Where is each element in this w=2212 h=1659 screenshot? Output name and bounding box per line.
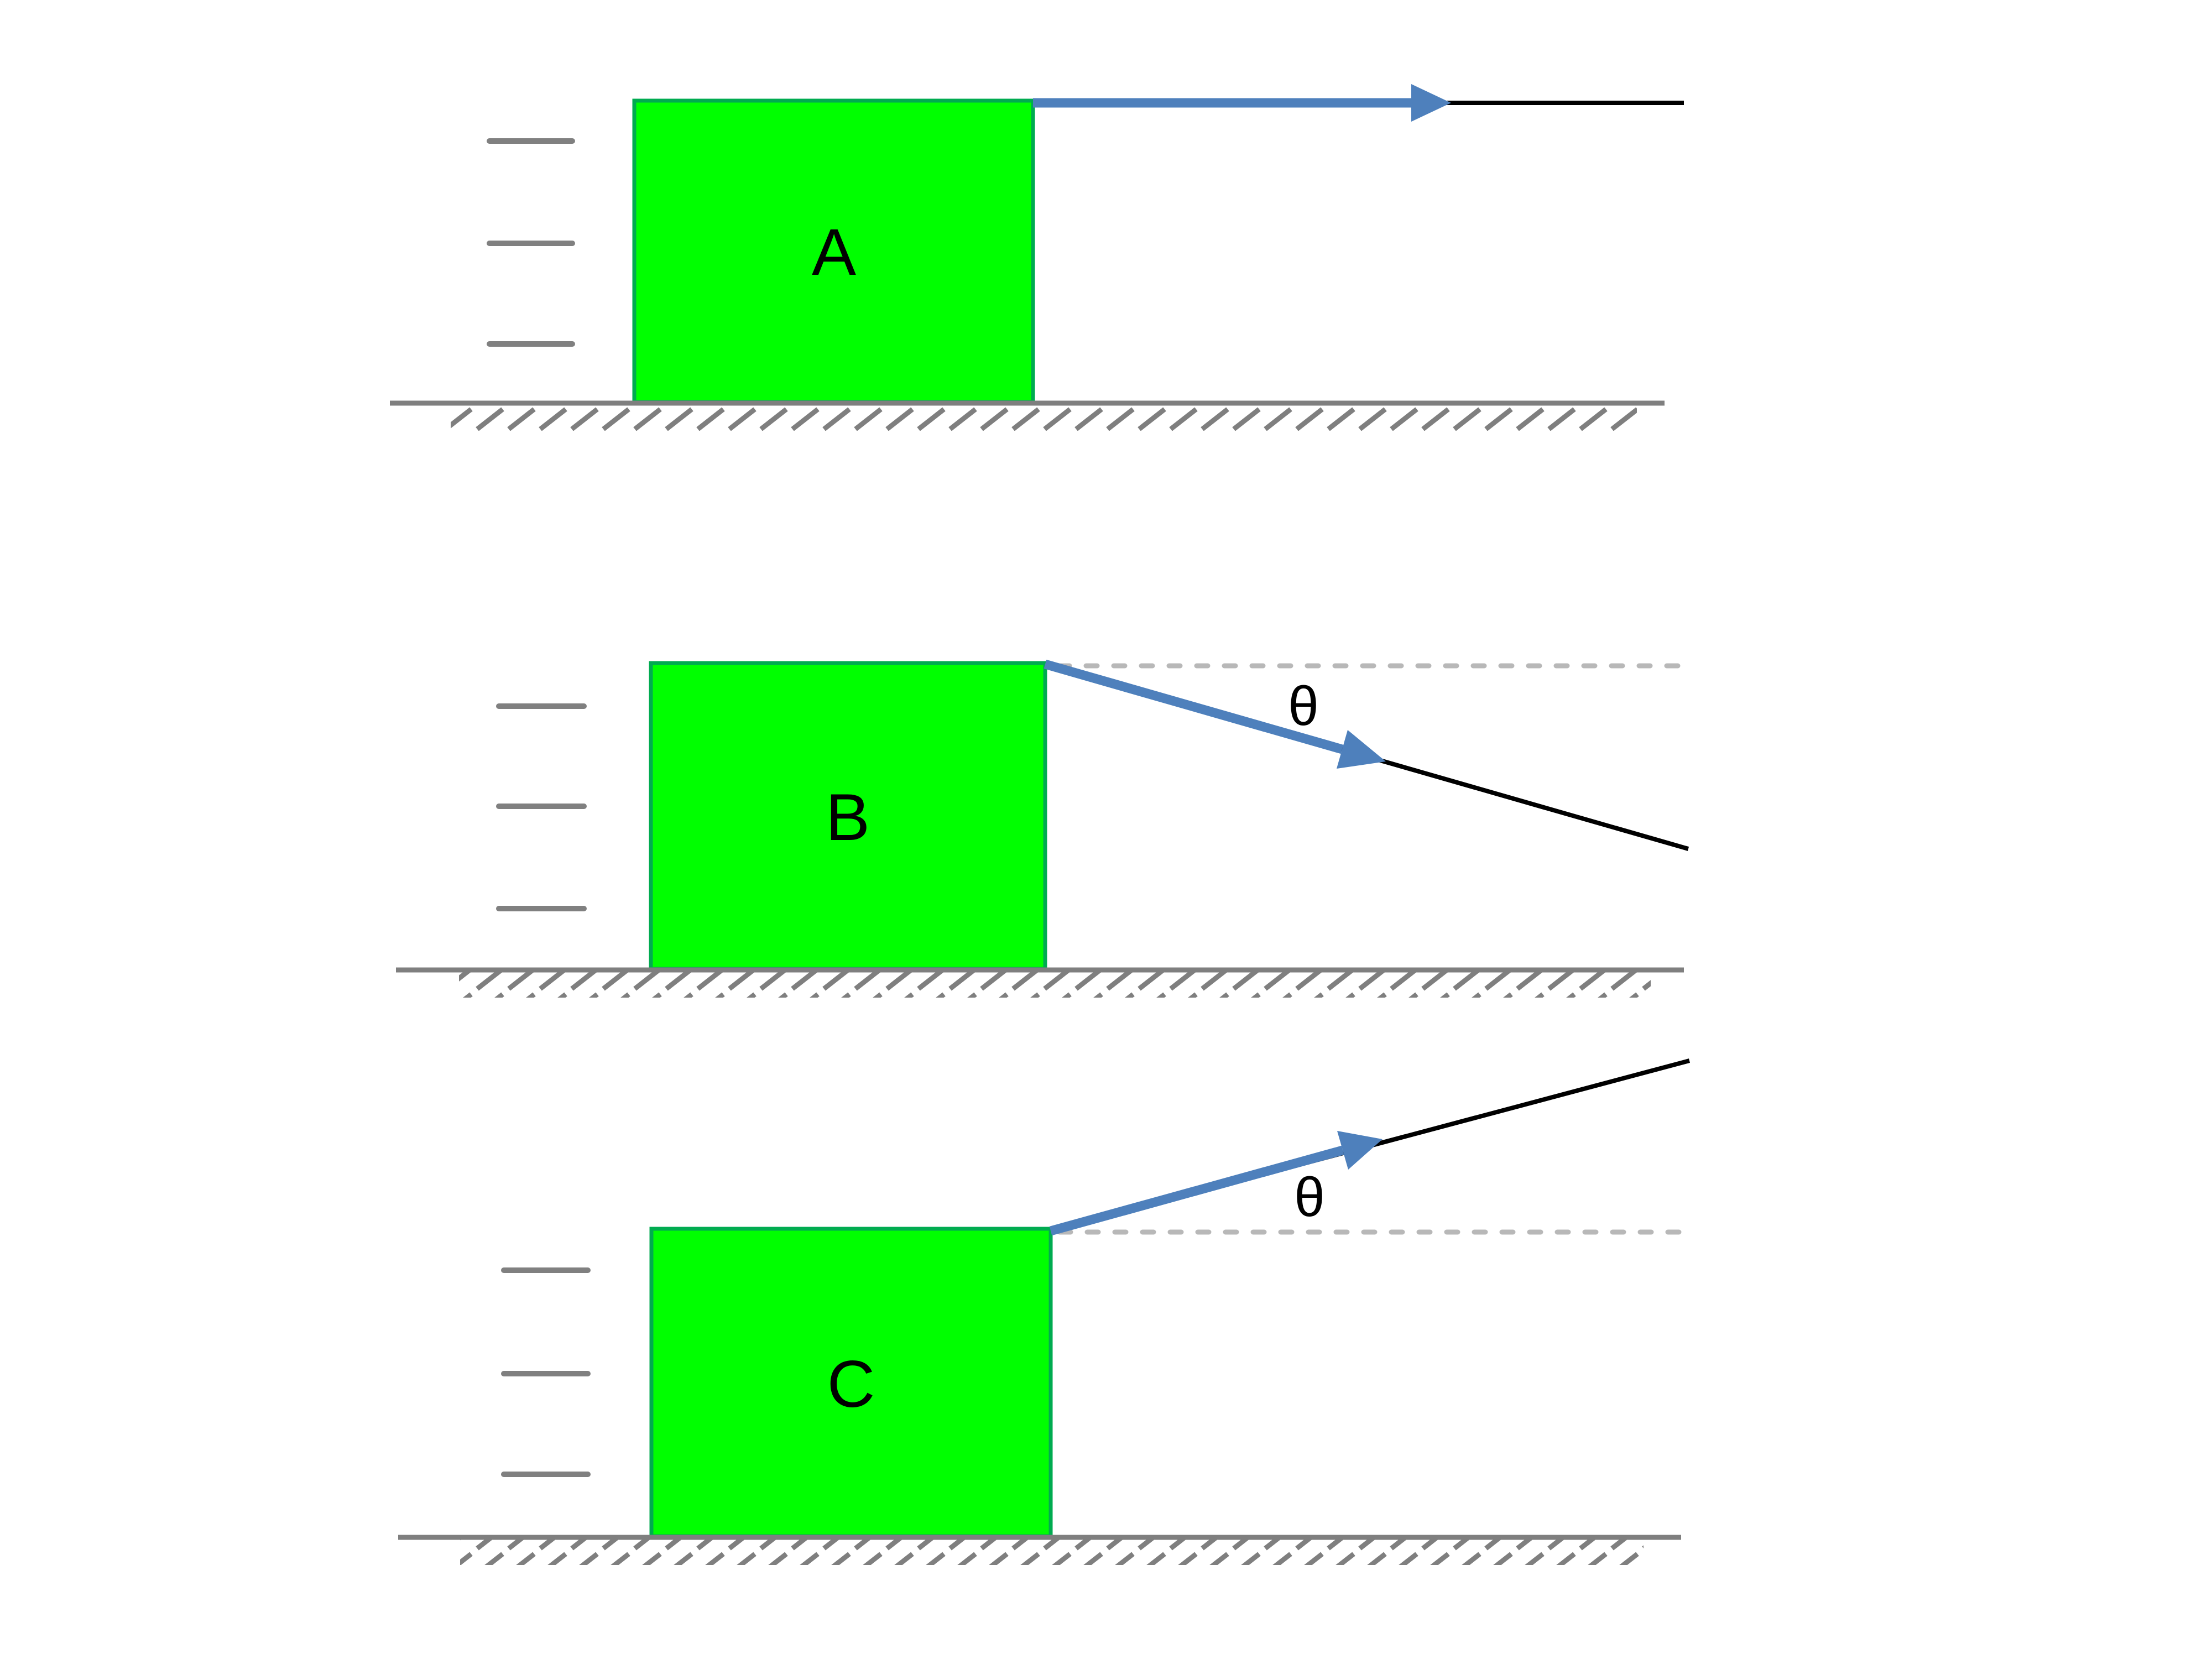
scene-b: B θ [396,659,1694,998]
block-a-label: A [812,215,856,289]
scene-a: A [390,84,1684,431]
force-arrow-head-b [1337,730,1386,769]
block-c-label: C [827,1347,875,1421]
block-b-label: B [826,780,870,854]
ground-hatching-c [460,1540,1644,1565]
force-arrow-head-c [1337,1131,1383,1170]
scene-c: C θ [398,1058,1694,1565]
angle-theta-label-c: θ [1294,1166,1325,1228]
force-arrow-shaft-b [1044,659,1344,754]
ground-hatching-b [459,972,1651,998]
block-b [649,661,1047,971]
block-a [632,98,1035,404]
angle-theta-label-b: θ [1288,675,1319,737]
force-arrow-head-a [1411,84,1451,122]
ground-hatching-a [451,405,1637,431]
force-arrow-shaft-c [1049,1145,1344,1236]
